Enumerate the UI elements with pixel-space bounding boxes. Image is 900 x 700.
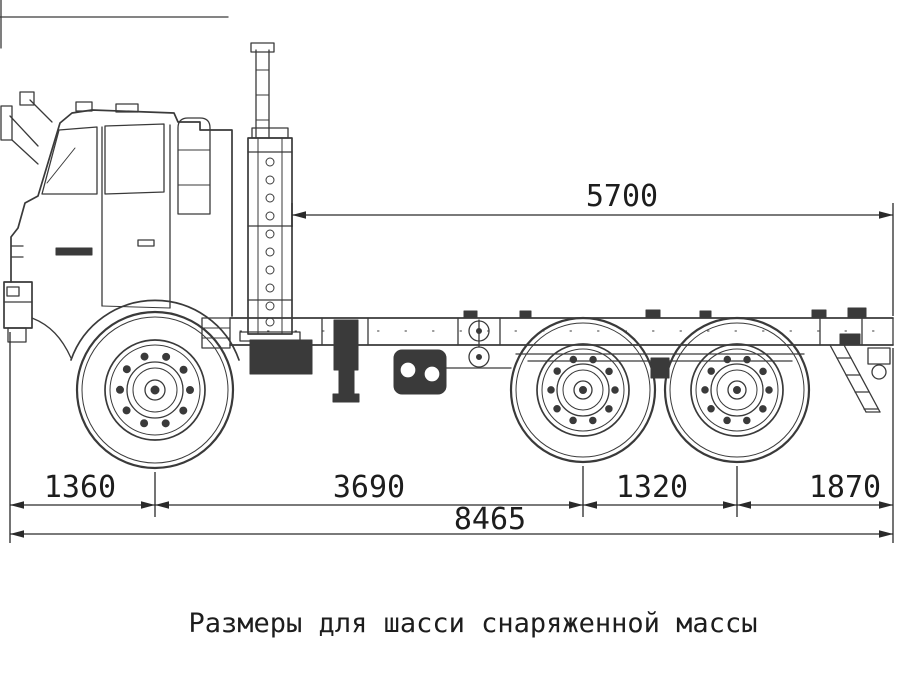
front-fender [70,299,240,361]
windshield [41,126,98,195]
dimension-label-5700: 5700 [586,179,658,214]
transfer-case-flange [399,361,417,379]
truck-drawing [0,42,894,470]
exhaust-cap [250,42,275,53]
wheel-hub [733,386,741,394]
cab [0,91,240,361]
frame-bracket [463,310,478,319]
door-window [104,123,165,195]
door-handle [137,239,155,247]
frame-bracket [847,307,867,319]
roof-marker [115,103,139,113]
frame-bracket [645,309,661,319]
wheel-hub [579,386,587,394]
lug-nuts [547,354,619,426]
air-intake [177,117,211,215]
crane-column [239,127,301,342]
tow-hitch-eye [871,364,887,380]
tow-hitch [867,347,891,365]
column-base [239,331,301,342]
frame-bracket [519,310,532,319]
dimension-upper-frame-length: 5700 [291,179,894,316]
front-step [7,327,27,343]
mirrors [0,91,53,165]
dimension-overall-length: 8465 [10,502,893,538]
driveline [249,319,512,403]
dimension-label-1360: 1360 [44,470,116,505]
rear-bracket [839,333,861,346]
rear-wheel-2 [663,316,811,464]
lug-nuts [701,354,773,426]
dimension-label-8465: 8465 [454,502,526,537]
diagram-caption: Размеры для шасси снаряженной массы [189,608,758,639]
rear-equipment [829,333,891,413]
roof-marker [75,101,93,112]
front-mirror [19,91,35,106]
transfer-case [393,349,447,395]
brand-lettering [55,247,93,256]
outrigger-foot [332,393,360,403]
dimensions-bottom: 1360 3690 1320 1870 [9,332,894,543]
toolbox [249,339,313,375]
front-bumper [3,281,33,329]
frame-bracket [811,309,827,319]
outrigger [333,319,359,371]
rear-wheel-1 [509,316,657,464]
border-artifact [0,0,229,49]
air-tank [468,346,490,368]
air-tank [468,320,490,342]
cab-step [201,317,231,349]
wheel-hub [150,385,160,395]
front-wheel [75,310,235,470]
wiper [46,147,76,184]
frame-bracket [699,310,712,319]
exhaust-stack [250,42,275,139]
headlight [6,286,20,297]
dimension-label-1320: 1320 [616,470,688,505]
mirror-glass [0,105,13,141]
transfer-case-flange [423,365,441,383]
dimension-label-1870: 1870 [809,470,881,505]
lug-nuts [116,351,194,429]
dimension-label-3690: 3690 [333,470,405,505]
